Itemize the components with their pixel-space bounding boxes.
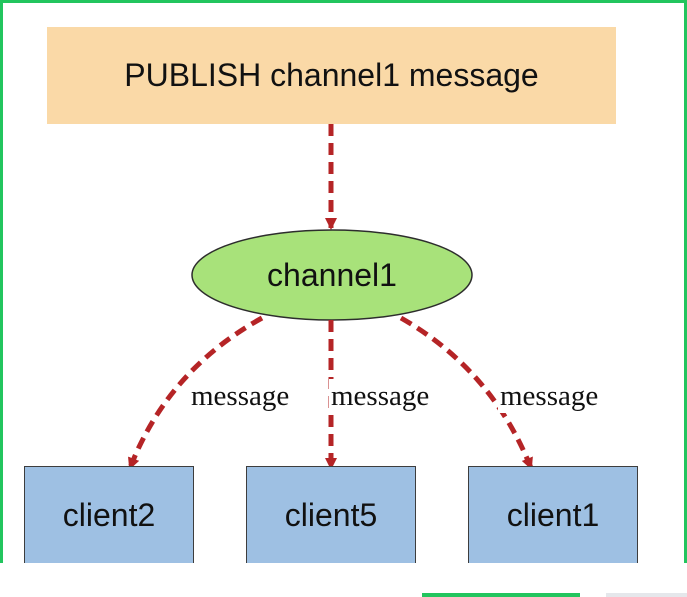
client-node-client2: client2 — [24, 466, 194, 563]
diagram-frame — [0, 0, 687, 563]
channel-label: channel1 — [267, 256, 397, 293]
inactive-indicator-bar — [606, 593, 687, 597]
channel-to-client2-arrow — [127, 315, 264, 470]
client-node-client1: client1 — [468, 466, 638, 563]
bottom-whitespace — [0, 563, 687, 597]
edge-label-client1: message — [498, 379, 601, 413]
edge-label-client5: message — [329, 379, 432, 413]
publish-command-box: PUBLISH channel1 message — [47, 27, 616, 124]
channel-to-client1-arrow — [399, 315, 534, 470]
edge-label-client2: message — [189, 379, 292, 413]
client-node-client5: client5 — [246, 466, 416, 563]
active-indicator-bar — [422, 593, 580, 597]
